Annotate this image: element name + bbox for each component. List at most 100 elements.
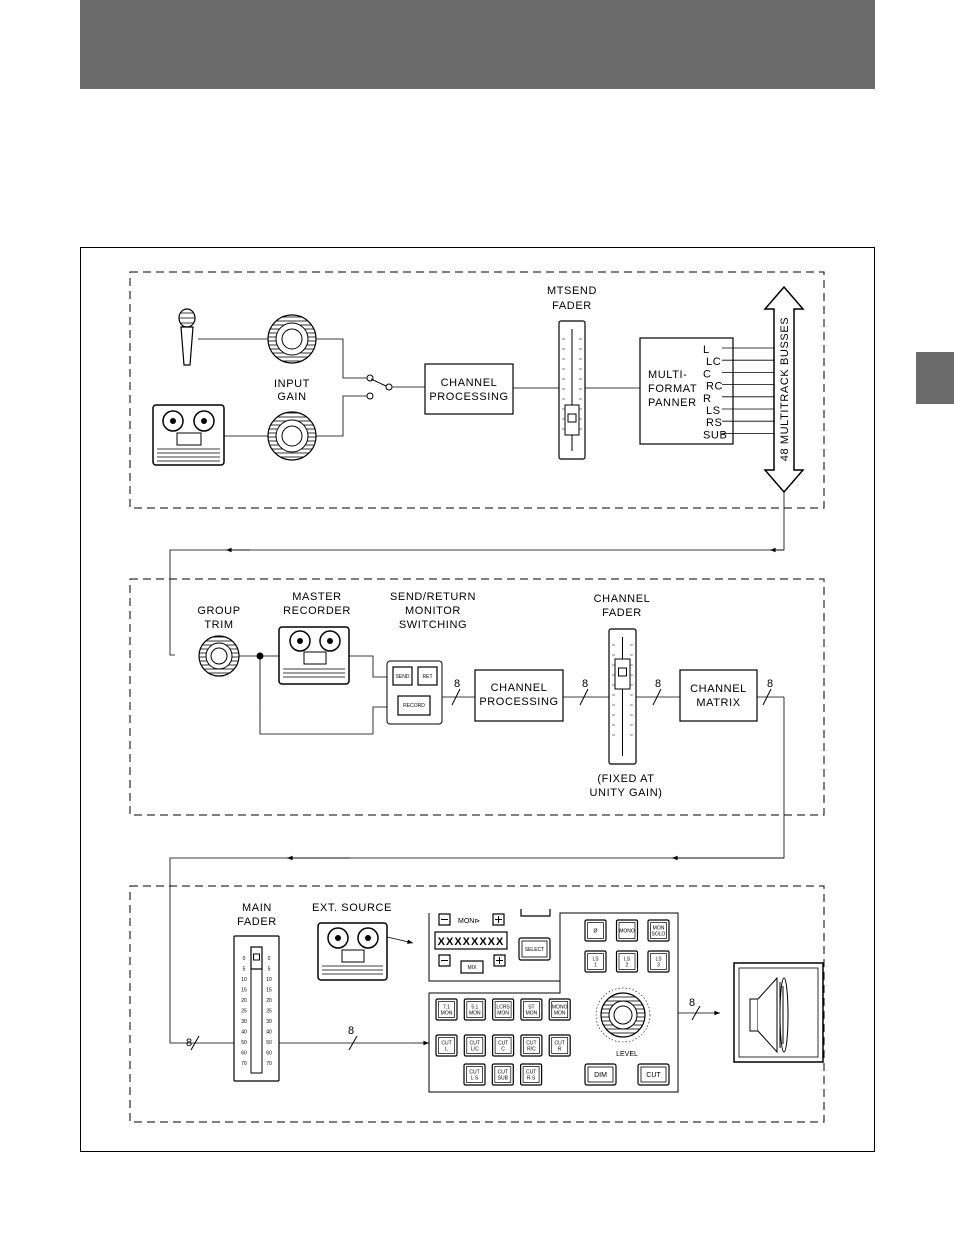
input-gain-knob-bottom[interactable] bbox=[267, 411, 317, 461]
group-processing-label-2: PROCESSING bbox=[479, 696, 558, 708]
bus-width-label-a: 8 bbox=[454, 678, 461, 690]
select-button-label: SELECT bbox=[525, 947, 544, 953]
channel-fader[interactable] bbox=[608, 628, 637, 765]
busses-label: 48 MULTITRACK BUSSES bbox=[779, 317, 791, 461]
bus-width-label-b: 8 bbox=[582, 678, 589, 690]
main-fader-scale-left-8: 50 bbox=[241, 1040, 247, 1046]
section2-boundary bbox=[129, 578, 825, 816]
fixed-note-label-2: UNITY GAIN) bbox=[589, 787, 662, 799]
section3-boundary bbox=[129, 885, 825, 1123]
main-fader-scale-right-6: 30 bbox=[266, 1019, 272, 1025]
main-fader-scale-right-0: 0 bbox=[268, 956, 271, 962]
signal-flow-diagram: INPUT GAIN CHANNEL PROCESSING MTSEND FAD… bbox=[80, 247, 875, 1152]
channel-processing-label-1: CHANNEL bbox=[441, 377, 498, 389]
channel-processing-box bbox=[424, 363, 514, 415]
panner-label-1: MULTI- bbox=[648, 369, 687, 381]
main-fader-scale-left-0: 0 bbox=[243, 956, 246, 962]
group-trim-knob[interactable] bbox=[198, 635, 240, 677]
select-button[interactable]: SELECT bbox=[518, 937, 551, 961]
ret-button[interactable]: RET bbox=[417, 666, 438, 686]
main-fader-scale-right-10: 70 bbox=[266, 1061, 272, 1067]
diagram-border bbox=[80, 247, 875, 1152]
mon-minus-button-bottom[interactable] bbox=[438, 954, 451, 967]
ext-source-tape-icon bbox=[317, 922, 388, 981]
level-label: LEVEL bbox=[616, 1051, 638, 1058]
monitor-top-button-0[interactable]: Ø bbox=[584, 919, 607, 942]
source-display bbox=[434, 931, 508, 950]
source-display-text: XXXXXXXX bbox=[438, 936, 505, 948]
input-gain-knob-top[interactable] bbox=[267, 314, 317, 364]
microphone-icon bbox=[178, 308, 196, 366]
channel-matrix-label-1: CHANNEL bbox=[690, 683, 747, 695]
record-button[interactable]: RECORD bbox=[397, 695, 431, 716]
cut-button[interactable]: CUT bbox=[637, 1063, 670, 1086]
main-fader-scale-right-3: 15 bbox=[266, 988, 272, 994]
speaker-icon bbox=[733, 962, 824, 1063]
mon-plus-button-bottom[interactable] bbox=[493, 954, 506, 967]
panner-output-6: RS bbox=[706, 417, 722, 429]
group-processing-label-1: CHANNEL bbox=[491, 682, 548, 694]
main-fader-scale-left-1: 5 bbox=[243, 967, 246, 973]
main-fader-scale-left-3: 15 bbox=[241, 988, 247, 994]
master-recorder-icon bbox=[278, 626, 350, 685]
header-bar bbox=[80, 0, 875, 89]
mon-minus-button-top[interactable] bbox=[438, 913, 451, 926]
mon-plus-button-top[interactable] bbox=[492, 913, 505, 926]
monitor-top-button-1[interactable]: MONO bbox=[615, 919, 639, 942]
chapter-tab bbox=[916, 352, 954, 404]
group-trim-label-1: GROUP bbox=[197, 605, 240, 617]
mix-button[interactable]: MIX bbox=[460, 960, 484, 974]
main-fader-scale-right-9: 60 bbox=[266, 1051, 272, 1057]
main-fader-scale-left-4: 20 bbox=[241, 998, 247, 1004]
monitor-level-knob[interactable] bbox=[595, 987, 651, 1043]
main-fader-label-2: FADER bbox=[237, 916, 277, 928]
mtsend-fader[interactable] bbox=[558, 320, 586, 460]
ext-source-label: EXT. SOURCE bbox=[312, 902, 392, 914]
input-selector-switch[interactable] bbox=[366, 374, 393, 400]
panner-output-3: RC bbox=[706, 381, 723, 393]
monitor-top-button-1-label: MONO bbox=[619, 929, 635, 935]
send-button[interactable]: SEND bbox=[392, 666, 413, 686]
fixed-note-label-1: (FIXED AT bbox=[597, 773, 654, 785]
panner-output-7: SUB bbox=[703, 429, 727, 441]
bus-width-label-d: 8 bbox=[767, 678, 774, 690]
main-fader-scale-right-2: 10 bbox=[266, 977, 272, 983]
switching-label-1: SEND/RETURN bbox=[390, 591, 476, 603]
dim-button[interactable]: DIM bbox=[584, 1063, 617, 1086]
panner-output-2: C bbox=[703, 368, 712, 380]
bus-width-label-c: 8 bbox=[655, 678, 662, 690]
input-gain-label-1: INPUT bbox=[274, 378, 310, 390]
monitor-top-button-0-label: Ø bbox=[594, 929, 598, 935]
master-recorder-label-2: RECORDER bbox=[283, 605, 351, 617]
ret-button-label: RET bbox=[423, 674, 433, 680]
group-trim-label-2: TRIM bbox=[204, 619, 233, 631]
